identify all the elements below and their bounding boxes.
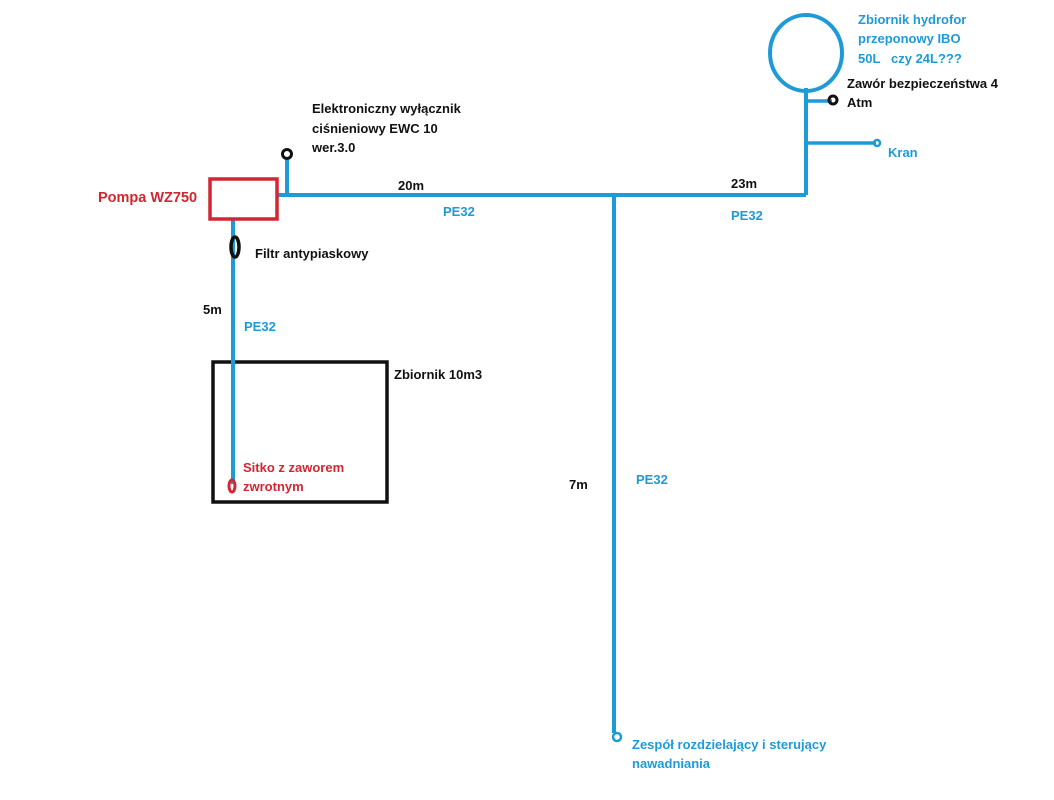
water-tank: [211, 360, 389, 504]
strainer-label-line2: zwrotnym: [243, 479, 304, 494]
pe32-right-vertical-label: PE32: [636, 472, 668, 487]
pressure-switch-label-line3: wer.3.0: [311, 140, 355, 155]
pressure-switch-label-line1: Elektroniczny wyłącznik: [312, 101, 462, 116]
distribution-label-line2: nawadniania: [632, 756, 711, 771]
pe32-main-left-label: PE32: [443, 204, 475, 219]
safety-valve: [827, 94, 839, 106]
pump-label: Pompa WZ750: [98, 190, 197, 206]
hydrofor-label-line3: 50L czy 24L???: [858, 51, 962, 66]
hydrofor-label-line2: przeponowy IBO: [858, 31, 961, 46]
length-23m-label: 23m: [731, 176, 757, 191]
distribution-end: [611, 731, 623, 743]
length-5m-label: 5m: [203, 302, 222, 317]
strainer-label-line1: Sitko z zaworem: [243, 460, 344, 475]
pump: [208, 177, 279, 221]
strainer-check-valve: [227, 478, 237, 494]
length-20m-label: 20m: [398, 178, 424, 193]
distribution-label-line1: Zespół rozdzielający i sterujący: [632, 737, 827, 752]
pe32-main-right-label: PE32: [731, 208, 763, 223]
tap-label: Kran: [888, 145, 918, 160]
tank-label: Zbiornik 10m3: [394, 367, 482, 382]
sand-filter: [229, 235, 241, 259]
pressure-switch-label-line2: ciśnieniowy EWC 10: [312, 121, 438, 136]
safety-valve-label-line1: Zawór bezpieczeństwa 4: [847, 76, 999, 91]
hydrofor-tank: [768, 13, 844, 93]
length-7m-label: 7m: [569, 477, 588, 492]
safety-valve-label-line2: Atm: [847, 95, 872, 110]
filter-label: Filtr antypiaskowy: [255, 246, 369, 261]
pe32-left-vertical-label: PE32: [244, 319, 276, 334]
pressure-switch: [281, 148, 293, 160]
hydrofor-label-line1: Zbiornik hydrofor: [858, 12, 966, 27]
tap-end: [872, 138, 882, 148]
